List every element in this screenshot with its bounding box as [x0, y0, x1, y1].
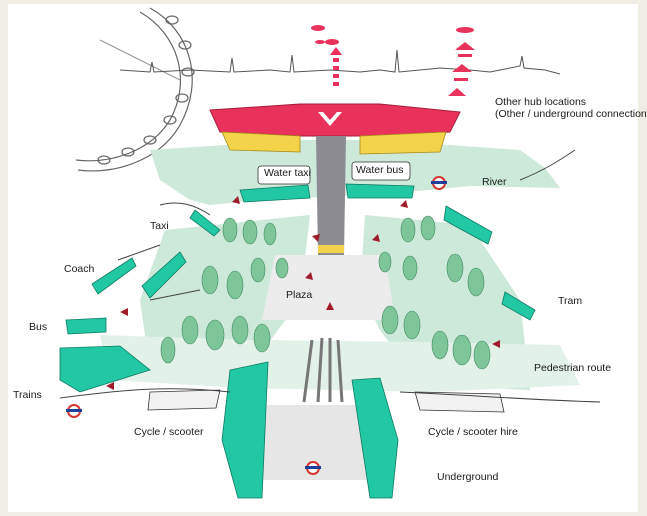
hub-yellow-left — [222, 132, 300, 152]
label-tram: Tram — [558, 295, 582, 307]
label-underground: Underground — [437, 471, 498, 483]
label-hub-sub: (Other / underground connections) — [495, 108, 647, 120]
underground-roundel-icon — [432, 176, 446, 190]
label-bus: Bus — [29, 321, 47, 333]
label-hub: Other hub locations — [495, 96, 586, 108]
label-trains: Trains — [13, 389, 42, 401]
walkway-light — [318, 245, 344, 253]
label-taxi: Taxi — [150, 220, 169, 232]
underground-roundel-icon — [306, 461, 320, 475]
underground-roundel-icon — [67, 404, 81, 418]
aerial-arrows — [311, 25, 475, 96]
label-water-bus: Water bus — [356, 164, 403, 176]
central-walkway — [316, 136, 346, 255]
observation-wheel — [76, 8, 194, 171]
label-pedestrian: Pedestrian route — [534, 362, 611, 374]
label-cycle-left: Cycle / scooter — [134, 426, 203, 438]
label-water-taxi: Water taxi — [264, 167, 311, 179]
label-plaza: Plaza — [286, 289, 312, 301]
hub-yellow-right — [360, 132, 446, 154]
label-coach: Coach — [64, 263, 94, 275]
label-cycle-right: Cycle / scooter hire — [428, 426, 518, 438]
label-river: River — [482, 176, 507, 188]
